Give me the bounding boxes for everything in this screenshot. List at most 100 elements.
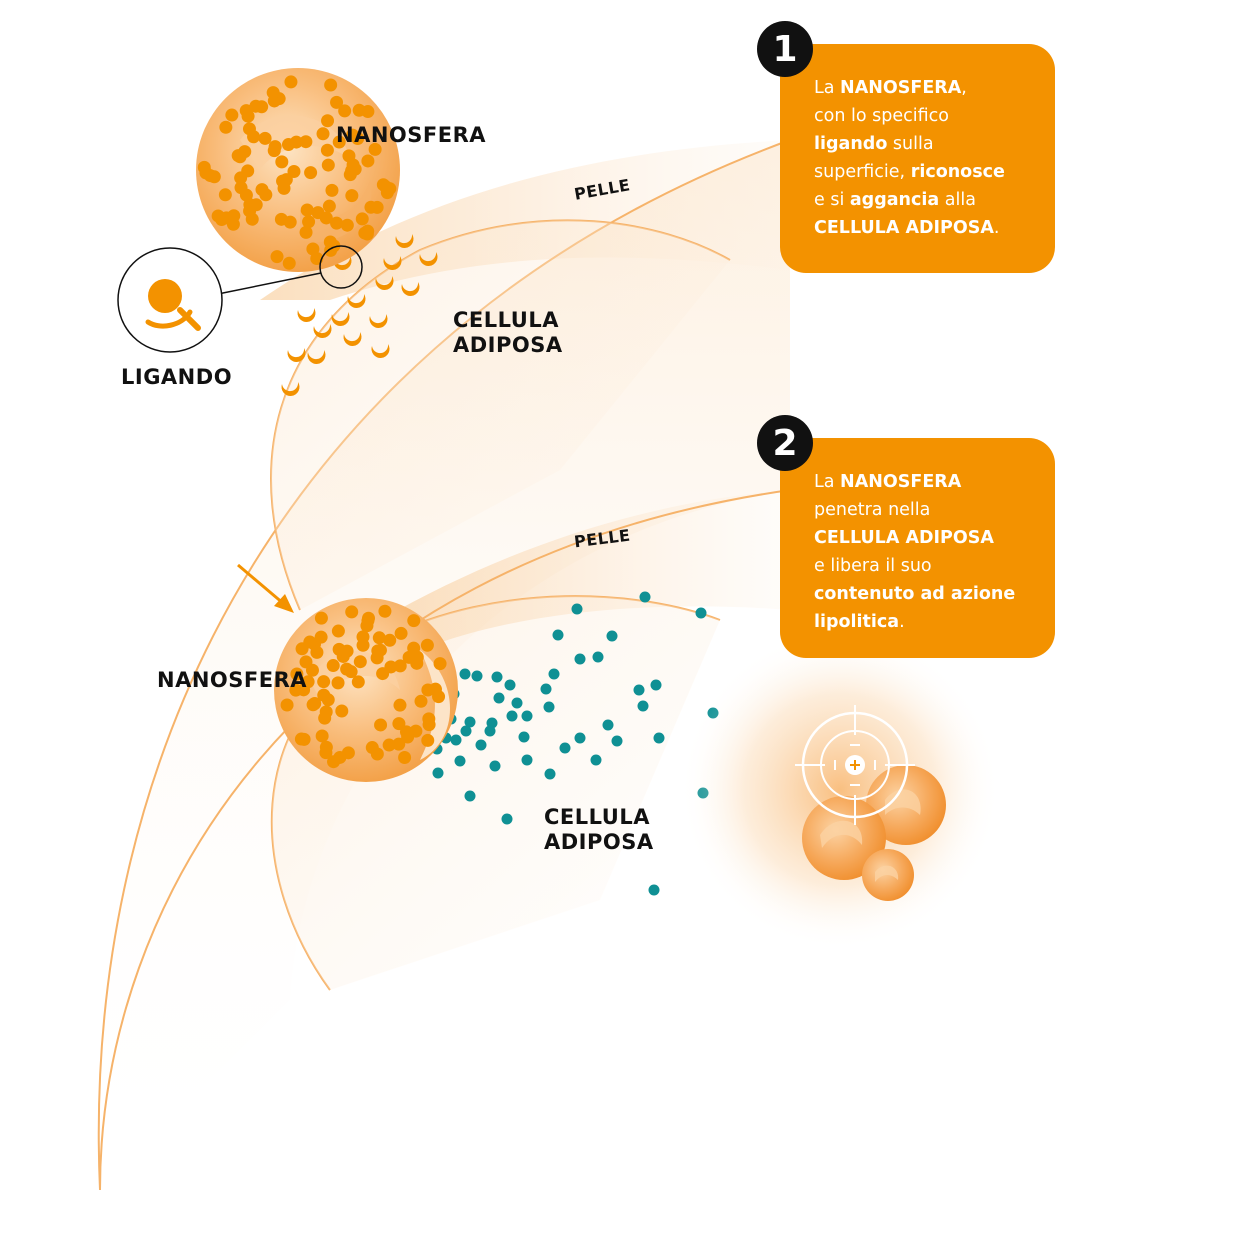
surface-dot [392, 737, 406, 751]
lipolytic-particle [695, 607, 707, 619]
step-1-line-3: ligando sulla [814, 134, 934, 154]
lipolytic-particle [544, 768, 556, 780]
surface-dot [320, 143, 334, 157]
surface-dot [211, 209, 225, 223]
lipolytic-particle [611, 735, 623, 747]
skin-layer-1 [260, 140, 790, 300]
surface-dot [279, 173, 293, 187]
lipolytic-particle [471, 670, 483, 682]
surface-dot [393, 659, 407, 673]
lipolytic-particle [493, 692, 505, 704]
lipolytic-particle [518, 731, 530, 743]
surface-dot [321, 693, 335, 707]
fat-cell-1-label: CELLULA ADIPOSA [453, 308, 563, 358]
surface-dot [420, 638, 434, 652]
lipolytic-particle [506, 710, 518, 722]
lipolytic-particle [639, 591, 651, 603]
ligand-crescent [375, 276, 394, 290]
lipolytic-particle [552, 629, 564, 641]
surface-dot [199, 166, 213, 180]
fat-cell-1-label-line1: CELLULA [453, 308, 559, 332]
surface-dot [231, 149, 245, 163]
surface-dot [376, 178, 390, 192]
surface-dot [362, 611, 376, 625]
surface-dot [219, 120, 233, 134]
surface-dot [351, 675, 365, 689]
surface-dot [361, 224, 375, 238]
surface-dot [308, 697, 322, 711]
step-2-line-2: penetra nella [814, 500, 931, 520]
ligand-crescent [331, 312, 350, 326]
lipolytic-particle [548, 668, 560, 680]
surface-dot [433, 657, 447, 671]
surface-dot [249, 198, 263, 212]
surface-dot [268, 140, 282, 154]
lipolytic-particle [653, 732, 665, 744]
surface-dot [300, 203, 314, 217]
surface-dot [303, 635, 317, 649]
surface-dot [326, 659, 340, 673]
ligand-label: LIGANDO [121, 365, 233, 389]
surface-dot [247, 130, 261, 144]
lipolytic-particle [574, 732, 586, 744]
surface-dot [305, 663, 319, 677]
nanosphere-1-label: NANOSFERA [336, 123, 486, 147]
ligand-crescent [287, 348, 306, 362]
lipolytic-particle [459, 668, 471, 680]
surface-dot [372, 631, 386, 645]
fat-cell-2-label: CELLULA ADIPOSA [544, 805, 654, 855]
step-1-line-4: superficie, riconosce [814, 162, 1005, 182]
ligand-leader-line [217, 272, 322, 295]
surface-dot [234, 181, 248, 195]
surface-dot [255, 100, 269, 114]
ligand-crescent [401, 282, 420, 296]
surface-dot [317, 675, 331, 689]
surface-dot [394, 626, 408, 640]
surface-dot [422, 712, 436, 726]
surface-dot [355, 212, 369, 226]
lipolytic-particle [464, 790, 476, 802]
lipolytic-particle [633, 684, 645, 696]
surface-dot [382, 738, 396, 752]
step-2-line-4: e libera il suo [814, 556, 932, 576]
surface-dot [373, 643, 387, 657]
surface-dot [398, 751, 412, 765]
lipolytic-particle [606, 630, 618, 642]
nanosphere-2-label: NANOSFERA [157, 668, 307, 692]
surface-dot [374, 718, 388, 732]
surface-dot [255, 183, 269, 197]
lipolytic-particle [637, 700, 649, 712]
step-1-line-5: e si aggancia alla [814, 190, 976, 210]
lipolytic-particle [454, 755, 466, 767]
surface-dot [370, 200, 384, 214]
ligand-crescent [281, 382, 300, 396]
crosshair-target-icon [795, 705, 915, 825]
lipolysis-glow [680, 630, 1000, 950]
lipolytic-particle [602, 719, 614, 731]
fat-cell-2-label-line1: CELLULA [544, 805, 650, 829]
lipolytic-particle [543, 701, 555, 713]
ligand-crescent [395, 234, 414, 248]
lipolytic-particle [592, 651, 604, 663]
step-1-line-1: La NANOSFERA, [814, 78, 967, 98]
fat-cell-2-label-line2: ADIPOSA [544, 830, 654, 854]
ligand-zoom-ring [319, 245, 363, 289]
surface-dot [421, 683, 435, 697]
step-1-line-2: con lo specifico [814, 106, 949, 126]
surface-dot [352, 103, 366, 117]
step-2-line-3: CELLULA ADIPOSA [814, 528, 994, 548]
surface-dot [227, 209, 241, 223]
surface-dot [356, 630, 370, 644]
ligand-crescent [419, 252, 438, 266]
skin-arc-outer-2 [99, 489, 791, 1191]
surface-dot [421, 733, 435, 747]
surface-dot [401, 730, 415, 744]
lipolytic-particle [501, 813, 513, 825]
surface-dot [218, 188, 232, 202]
lipolytic-particle [464, 716, 476, 728]
surface-dot [340, 662, 354, 676]
surface-dot [353, 655, 367, 669]
lipolytic-particle [540, 683, 552, 695]
ligand-crescent [371, 344, 390, 358]
nanosphere-1 [196, 68, 400, 272]
